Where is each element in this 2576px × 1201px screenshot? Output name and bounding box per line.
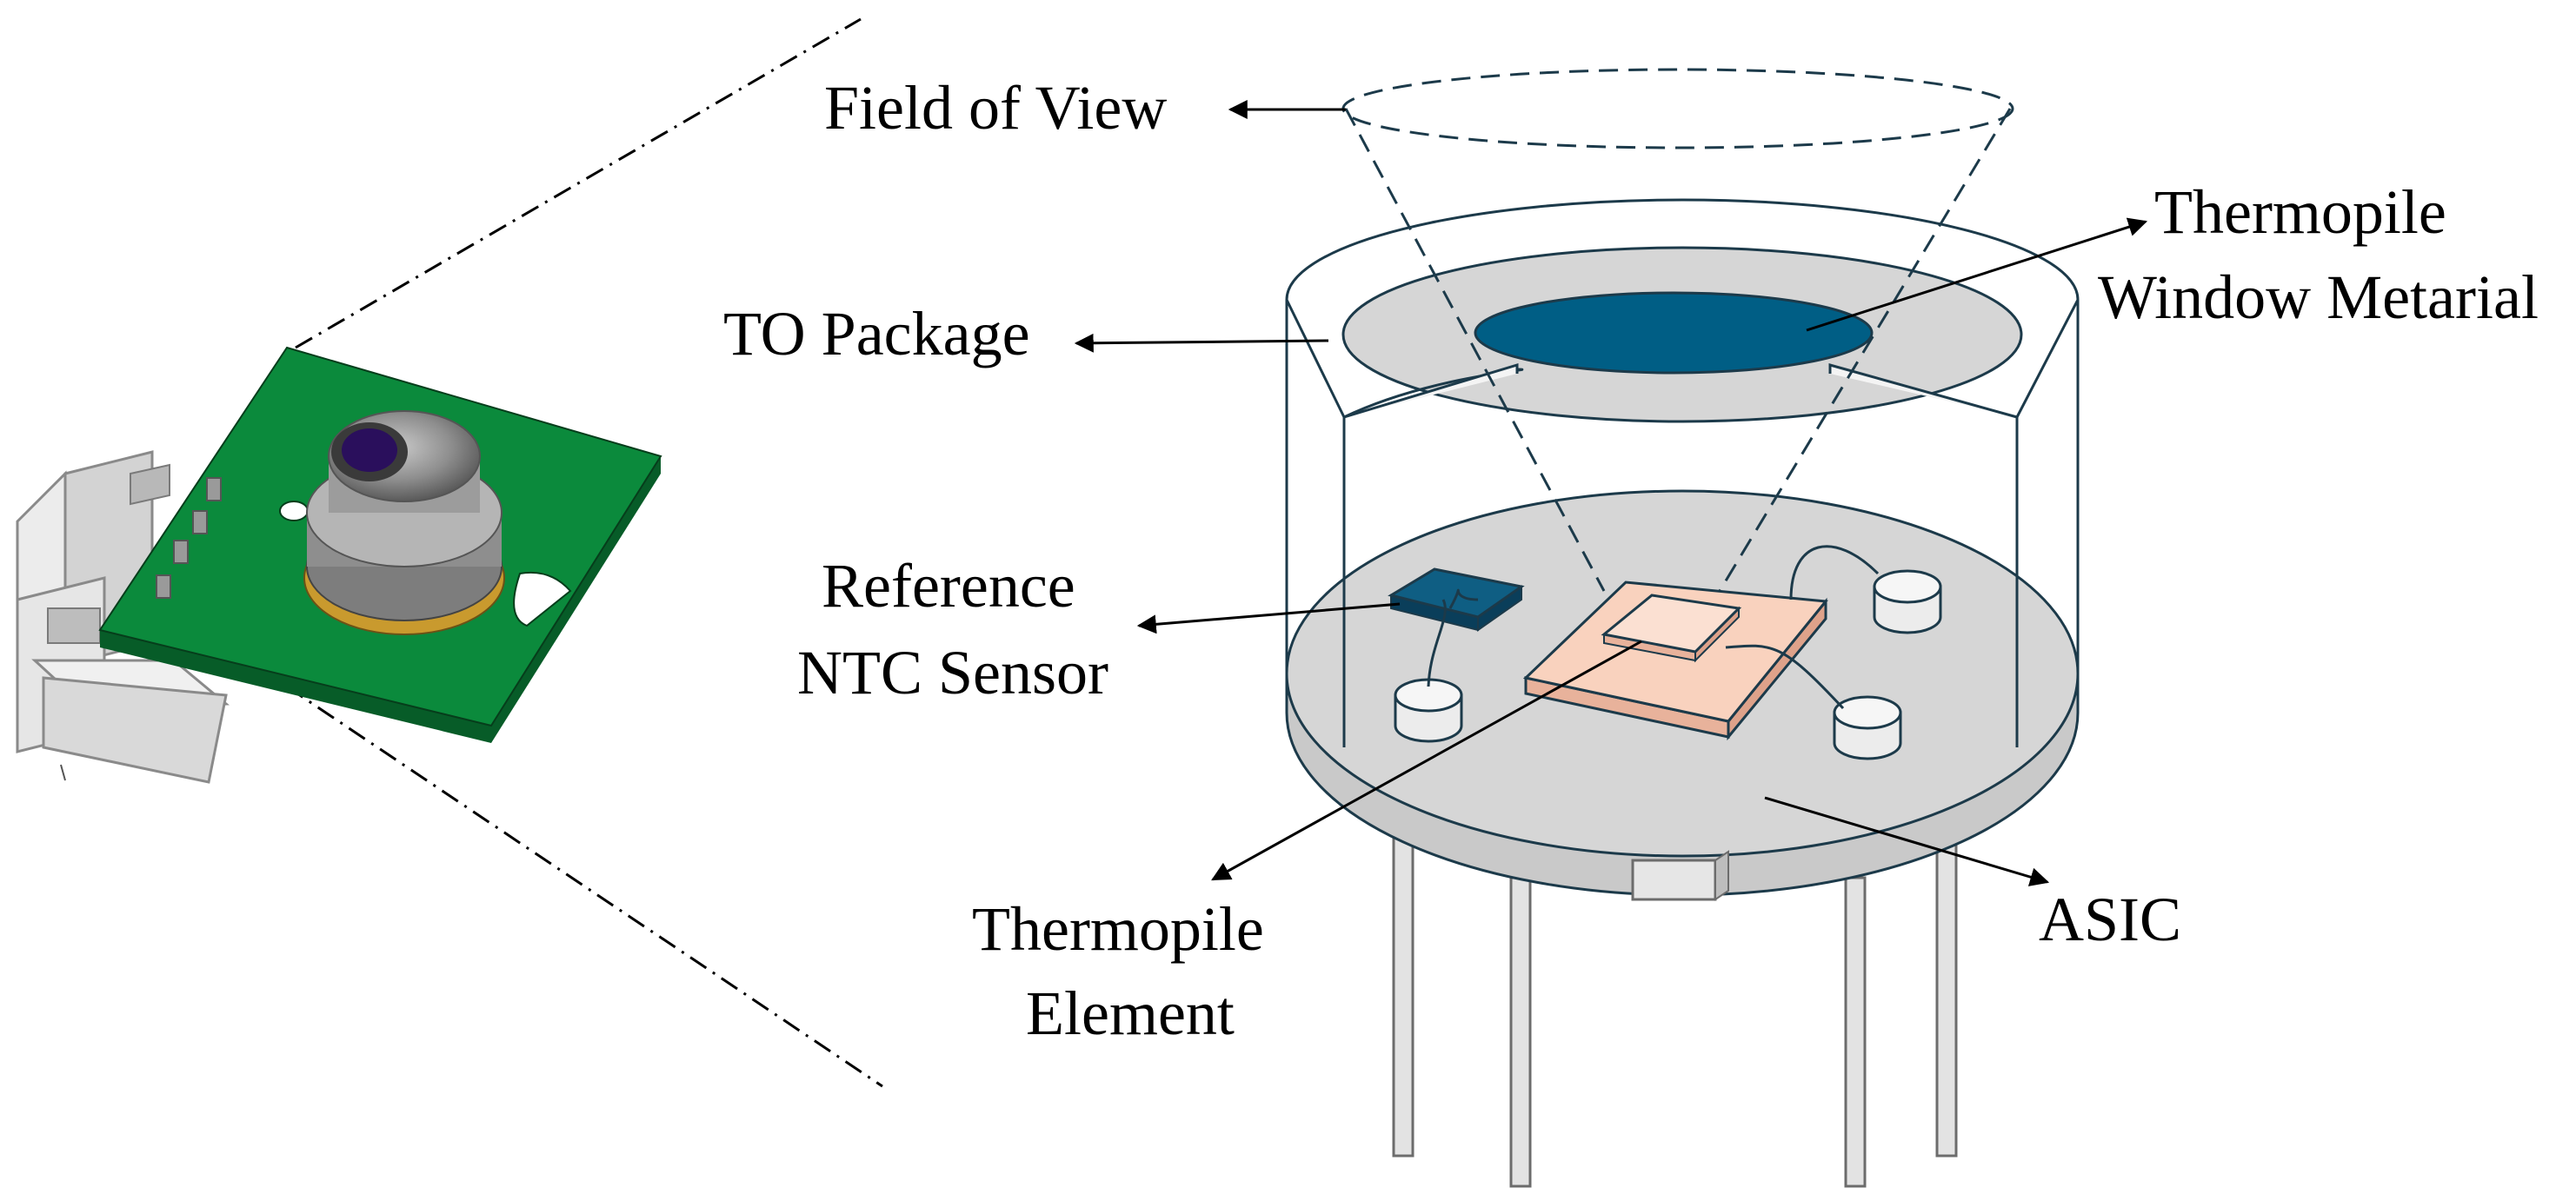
to-package-cutaway	[1285, 68, 2080, 1188]
label-element-line2: Element	[1026, 979, 1235, 1048]
pcb-module	[16, 17, 883, 1088]
label-to-package: TO Package	[723, 299, 1030, 368]
zoom-line-top	[295, 17, 862, 349]
label-element-line1: Thermopile	[972, 894, 1264, 964]
connector	[16, 450, 230, 784]
thermopile-element	[1522, 581, 1828, 741]
zoom-line-bottom	[286, 685, 883, 1088]
arrow-to-package	[1074, 333, 1329, 353]
label-reference-line1: Reference	[822, 551, 1075, 620]
label-window-line1: Thermopile	[2154, 177, 2446, 247]
arrow-reference	[1136, 602, 1401, 634]
arrow-window	[1806, 217, 2148, 332]
pcb-board-side	[100, 630, 491, 743]
pcb-slot	[513, 571, 572, 627]
label-asic: ASIC	[2039, 885, 2181, 954]
window	[1474, 291, 1874, 375]
label-field-of-view: Field of View	[824, 73, 1167, 143]
pcb-hole	[279, 501, 309, 521]
label-window-line2: Window Metarial	[2098, 262, 2539, 332]
labels: Field of View TO Package Thermopile Wind…	[723, 73, 2539, 1048]
metal-can-sensor	[303, 410, 505, 635]
bond-pads	[1394, 569, 1942, 760]
label-reference-line2: NTC Sensor	[797, 638, 1108, 707]
package-legs	[1392, 806, 1958, 1188]
base-tab	[1631, 859, 1717, 901]
arrow-asic	[1764, 796, 2050, 886]
bond-wires	[1427, 545, 1880, 710]
pcb-pins	[156, 477, 222, 599]
arrow-element	[1211, 640, 1642, 881]
